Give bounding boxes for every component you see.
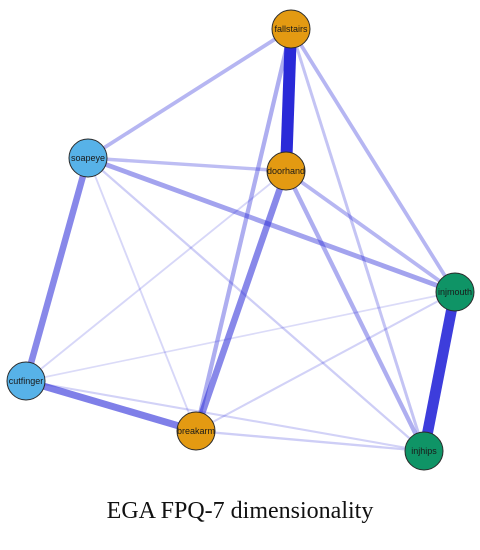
edge-breakarm-injmouth xyxy=(195,291,456,432)
edge-cutfinger-doorhand xyxy=(25,170,287,382)
node-label-soapeye: soapeye xyxy=(71,153,105,163)
node-injmouth: injmouth xyxy=(435,272,475,312)
node-label-injmouth: injmouth xyxy=(438,287,472,297)
node-label-breakarm: breakarm xyxy=(177,426,215,436)
node-circle-breakarm xyxy=(176,411,216,451)
edge-soapeye-cutfinger xyxy=(22,157,92,382)
edge-injmouth-injhips xyxy=(418,290,461,453)
node-label-cutfinger: cutfinger xyxy=(9,376,44,386)
edge-doorhand-breakarm xyxy=(192,169,290,433)
edge-soapeye-injhips xyxy=(87,157,425,452)
node-circle-injmouth xyxy=(435,272,475,312)
node-label-fallstairs: fallstairs xyxy=(274,24,308,34)
node-breakarm: breakarm xyxy=(176,411,216,451)
edge-cutfinger-breakarm xyxy=(25,377,197,435)
edge-fallstairs-soapeye xyxy=(86,27,293,160)
edges-layer xyxy=(22,27,461,453)
edge-soapeye-doorhand xyxy=(87,156,287,173)
node-circle-cutfinger xyxy=(6,361,46,401)
node-label-doorhand: doorhand xyxy=(267,166,305,176)
edge-cutfinger-injmouth xyxy=(25,291,456,382)
edge-cutfinger-injhips xyxy=(25,379,425,453)
node-doorhand: doorhand xyxy=(266,151,306,191)
edge-fallstairs-breakarm xyxy=(193,28,294,432)
edge-soapeye-injmouth xyxy=(87,155,456,295)
node-cutfinger: cutfinger xyxy=(6,361,46,401)
node-fallstairs: fallstairs xyxy=(271,9,311,49)
edge-doorhand-injhips xyxy=(284,170,426,452)
nodes-layer: fallstairs soapeye doorhand injmouth cutfing… xyxy=(6,9,475,471)
node-soapeye: soapeye xyxy=(68,138,108,178)
node-circle-injhips xyxy=(404,431,444,471)
edge-breakarm-injhips xyxy=(195,429,425,453)
edge-soapeye-breakarm xyxy=(87,157,197,432)
edge-fallstairs-doorhand xyxy=(280,28,297,172)
node-circle-fallstairs xyxy=(271,9,311,49)
node-circle-soapeye xyxy=(68,138,108,178)
node-label-injhips: injhips xyxy=(411,446,437,456)
node-circle-doorhand xyxy=(266,151,306,191)
node-injhips: injhips xyxy=(404,431,444,471)
edge-fallstairs-injhips xyxy=(289,28,426,452)
network-graph: fallstairs soapeye doorhand injmouth cutfing… xyxy=(6,9,475,471)
figure-caption: EGA FPQ-7 dimensionality xyxy=(106,498,374,524)
edge-doorhand-injmouth xyxy=(284,169,457,294)
edge-fallstairs-injmouth xyxy=(289,28,457,293)
